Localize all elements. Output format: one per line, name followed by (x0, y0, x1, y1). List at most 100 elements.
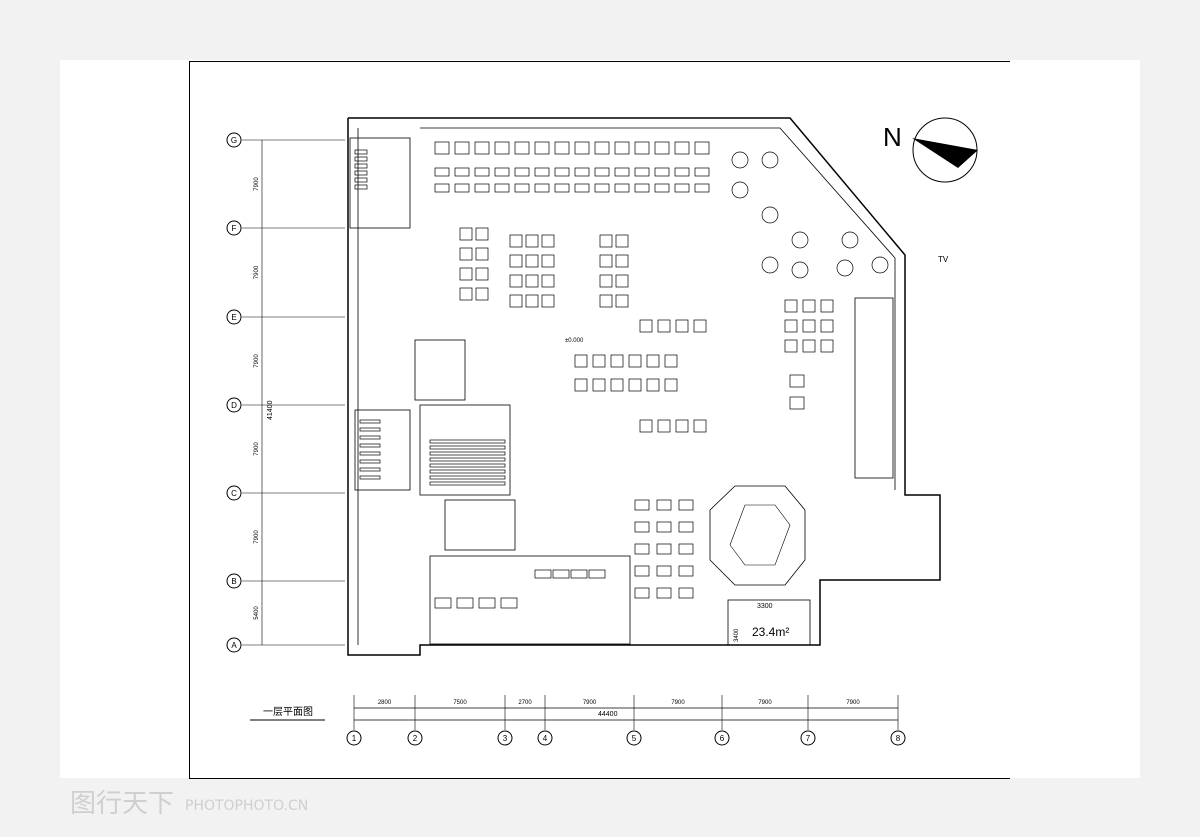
col-axis-bubble (407, 730, 423, 746)
table (654, 141, 670, 155)
table (474, 141, 490, 155)
table (784, 299, 798, 313)
table (475, 227, 489, 241)
table (594, 183, 610, 193)
table (592, 354, 606, 368)
svg-text:图行天下: 图行天下 (70, 789, 174, 819)
row-axis-bubble (226, 220, 242, 236)
table (459, 247, 473, 261)
col-axis-label: 3 (503, 734, 508, 743)
table (639, 319, 653, 333)
table (514, 183, 530, 193)
table (478, 597, 496, 609)
table (554, 141, 570, 155)
table (354, 170, 368, 176)
elevation-label: ±0.000 (565, 338, 584, 344)
table (656, 543, 672, 555)
row-dim-label: 7900 (254, 354, 260, 368)
table (610, 354, 624, 368)
table (678, 565, 694, 577)
table (599, 294, 613, 308)
table (534, 141, 550, 155)
table (802, 299, 816, 313)
table (429, 457, 506, 462)
col-dim-label: 7900 (671, 700, 685, 706)
table (574, 183, 590, 193)
table (599, 274, 613, 288)
table (657, 419, 671, 433)
table (694, 167, 710, 177)
building-outline (347, 117, 941, 656)
round-table (761, 256, 779, 274)
svg-text:PHOTOPHOTO.CN: PHOTOPHOTO.CN (185, 798, 308, 814)
row-axis-bubble (226, 573, 242, 589)
table (674, 167, 690, 177)
table (675, 319, 689, 333)
table (594, 141, 610, 155)
table (514, 141, 530, 155)
table (494, 183, 510, 193)
table (534, 569, 552, 579)
table (359, 451, 381, 456)
round-table (761, 151, 779, 169)
row-axis-label: B (231, 577, 236, 586)
table (599, 234, 613, 248)
table (525, 274, 539, 288)
col-dim-label: 7900 (758, 700, 772, 706)
round-table (871, 256, 889, 274)
furniture-layout (354, 141, 889, 609)
table (459, 287, 473, 301)
col-axis-label: 4 (543, 734, 548, 743)
table (574, 354, 588, 368)
table (615, 274, 629, 288)
table (614, 183, 630, 193)
col-axis-bubble (890, 730, 906, 746)
table (656, 587, 672, 599)
table (654, 167, 670, 177)
table (434, 167, 450, 177)
table (592, 378, 606, 392)
row-dim-label: 5400 (254, 606, 260, 620)
area-dim-side: 3400 (734, 628, 740, 642)
table (509, 254, 523, 268)
table (354, 163, 368, 169)
table (657, 319, 671, 333)
table (429, 481, 506, 486)
table (784, 319, 798, 333)
table (541, 294, 555, 308)
table (634, 543, 650, 555)
table (664, 378, 678, 392)
col-axis-label: 7 (806, 734, 811, 743)
table (525, 234, 539, 248)
table (574, 141, 590, 155)
col-axis-label: 1 (352, 734, 357, 743)
table (789, 374, 805, 388)
col-axis-bubble (537, 730, 553, 746)
round-table (731, 151, 749, 169)
table (628, 354, 642, 368)
drawing-frame (189, 61, 1010, 779)
round-table (761, 206, 779, 224)
table (615, 294, 629, 308)
table (434, 141, 450, 155)
table (429, 475, 506, 480)
table (429, 445, 506, 450)
table (554, 167, 570, 177)
table (541, 254, 555, 268)
table (434, 183, 450, 193)
table (354, 149, 368, 155)
row-axis-label: F (232, 224, 237, 233)
north-label: N (883, 122, 902, 152)
table (574, 378, 588, 392)
table (459, 227, 473, 241)
table (525, 294, 539, 308)
area-dimension: 3300 (757, 603, 773, 610)
table (599, 254, 613, 268)
table (541, 274, 555, 288)
round-table (836, 259, 854, 277)
table (610, 378, 624, 392)
table (429, 469, 506, 474)
table (552, 569, 570, 579)
drawing-title: 一层平面图 (263, 706, 313, 718)
